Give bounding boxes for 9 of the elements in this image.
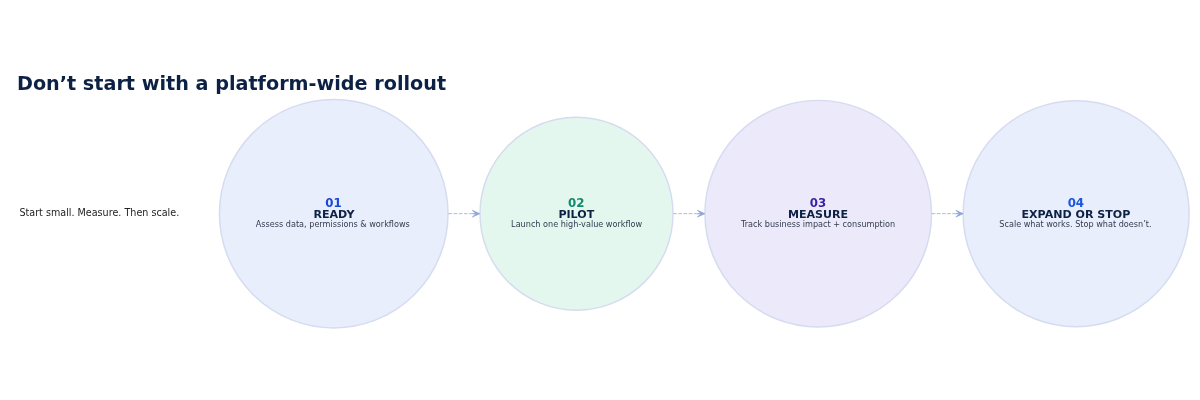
node-circle: 01 READY Assess data, permissions & workflows xyxy=(218,98,449,329)
diagram-title: Don’t start with a platform-wide rollout xyxy=(16,71,447,95)
node-circle: 02 PILOT Launch one high-value workflow xyxy=(479,116,674,311)
arrow xyxy=(448,209,481,218)
arrow xyxy=(931,209,964,218)
label: Start small. Measure. Then scale. xyxy=(19,207,180,219)
node-circle: 03 MEASURE Track business impact + consumption xyxy=(704,99,933,328)
arrow xyxy=(672,209,706,218)
node-circle: 04 EXPAND OR STOP Scale what works. Stop what doesn’t. xyxy=(962,99,1190,328)
